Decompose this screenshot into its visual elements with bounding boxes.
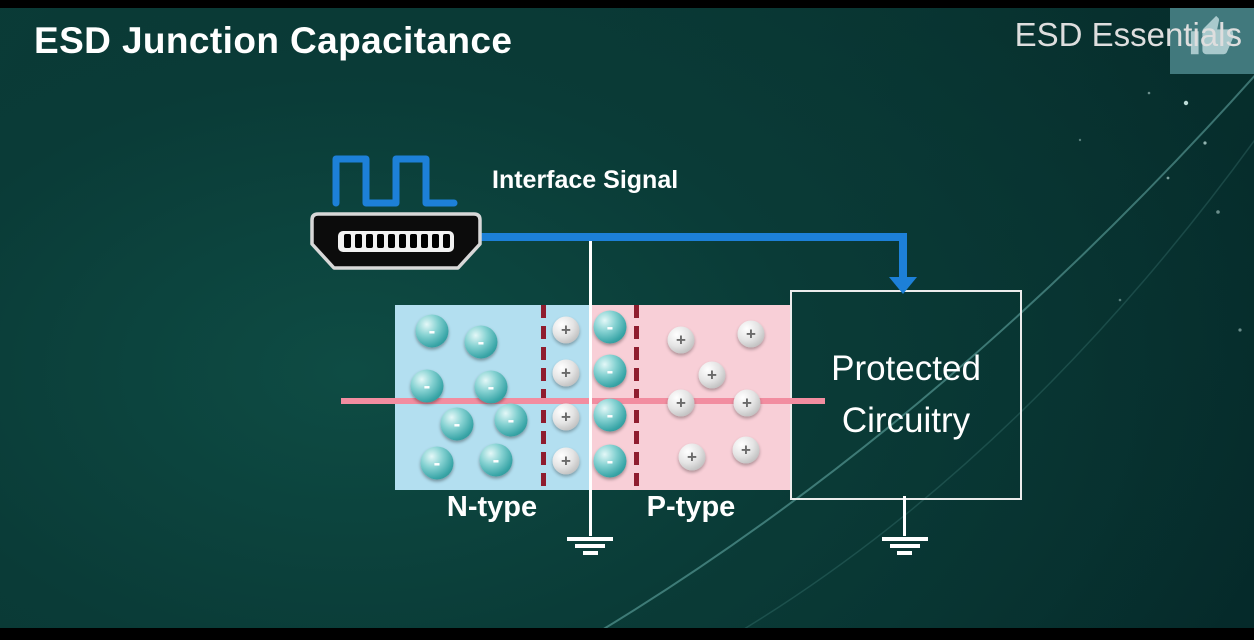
ground-symbol-junction-bar2 xyxy=(575,544,605,548)
signal-line-horizontal xyxy=(478,233,907,241)
interface-signal-label: Interface Signal xyxy=(492,166,679,194)
brand-text: ESD Essentials xyxy=(1014,16,1242,53)
depletion-boundary-right xyxy=(634,305,639,490)
ground-stem-circuit xyxy=(903,496,906,536)
ground-symbol-circuit xyxy=(882,537,928,541)
thumbs-up-icon xyxy=(1190,15,1234,55)
p-type-label: P-type xyxy=(646,491,736,523)
protected-circuitry-line2: Circuitry xyxy=(841,401,971,440)
junction-signal-path-line xyxy=(341,398,825,404)
hdmi-connector-icon xyxy=(310,212,482,270)
ground-symbol-circuit-bar2 xyxy=(890,544,920,548)
ground-symbol-circuit-bar3 xyxy=(897,551,912,555)
ground-symbol-junction-bar3 xyxy=(583,551,598,555)
junction-ground-line xyxy=(589,237,592,536)
ground-symbol-junction xyxy=(567,537,613,541)
depletion-boundary-left xyxy=(541,305,546,490)
top-letterbox-bar xyxy=(0,0,1254,8)
n-type-label: N-type xyxy=(446,491,538,523)
signal-line-vertical xyxy=(899,237,907,279)
protected-circuitry-label: Protected Circuitry xyxy=(831,343,981,448)
page-title: ESD Junction Capacitance xyxy=(34,20,513,61)
protected-circuitry-box: Protected Circuitry xyxy=(790,290,1022,500)
signal-waveform xyxy=(332,155,458,207)
like-button[interactable] xyxy=(1170,0,1254,74)
protected-circuitry-line1: Protected xyxy=(831,348,981,388)
bottom-letterbox-bar xyxy=(0,628,1254,640)
signal-arrowhead-icon xyxy=(889,277,917,294)
